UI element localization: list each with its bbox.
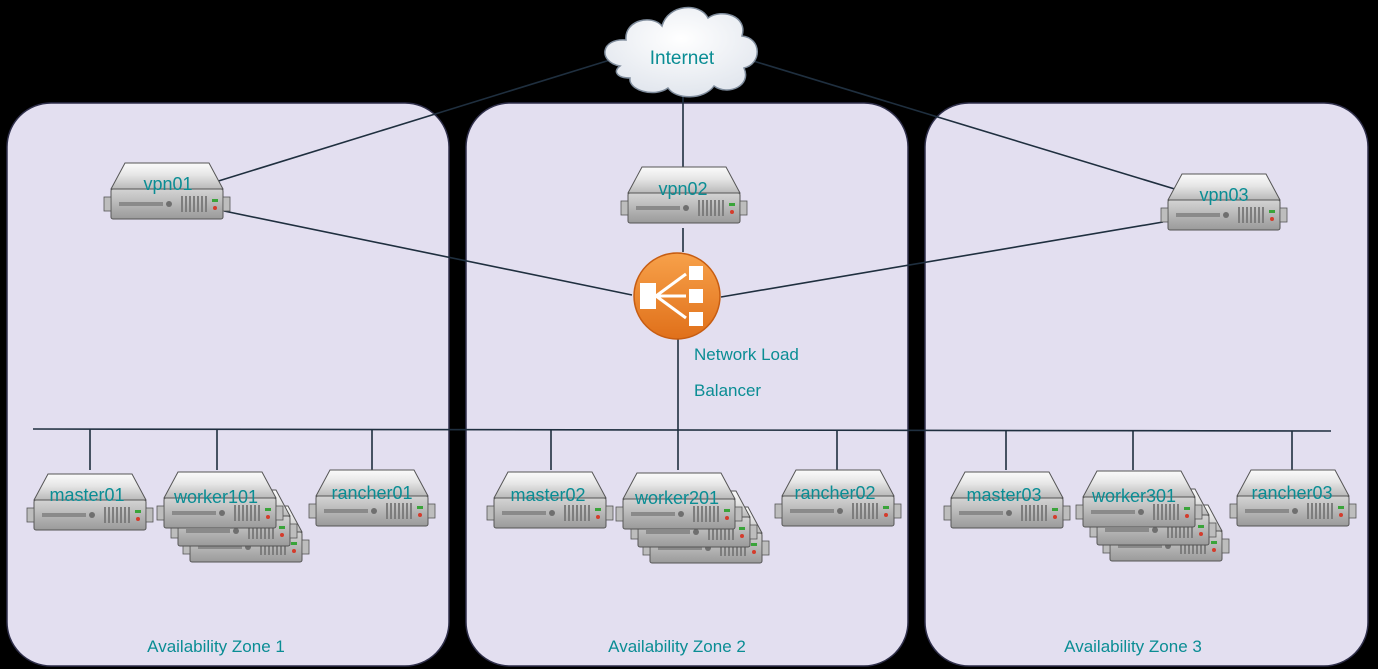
master03-server: master03: [943, 471, 1071, 529]
connections: [32, 59, 1332, 470]
worker101-server-stack: worker101: [156, 471, 310, 563]
worker301-label: worker301: [1091, 486, 1176, 506]
worker101-label: worker101: [173, 487, 258, 507]
rancher03-server: rancher03: [1229, 469, 1357, 527]
vpn02-server: vpn02: [620, 166, 748, 224]
worker201-server-stack: worker201: [615, 472, 770, 564]
zone-2-label: Availability Zone 2: [608, 637, 746, 656]
internet-node: Internet: [604, 6, 758, 98]
zone-1-label: Availability Zone 1: [147, 637, 285, 656]
cloud-icon: [604, 6, 758, 98]
network-load-balancer: Network Load Balancer: [632, 251, 799, 400]
backbone-line: [32, 428, 1332, 432]
vpn03-server: vpn03: [1160, 173, 1288, 231]
link-internet-vpn01: [211, 59, 611, 184]
rancher02-label: rancher02: [794, 483, 875, 503]
vpn01-label: vpn01: [143, 174, 192, 194]
rancher03-label: rancher03: [1251, 483, 1332, 503]
link-vpn01-nlb: [223, 210, 633, 296]
rancher01-label: rancher01: [331, 483, 412, 503]
link-internet-vpn03: [749, 59, 1179, 191]
vpn03-label: vpn03: [1199, 185, 1248, 205]
master01-server: master01: [26, 473, 154, 531]
load-balancer-icon: [632, 251, 722, 341]
availability-zone-1: [6, 102, 450, 667]
rancher02-server: rancher02: [774, 469, 902, 527]
link-vpn03-nlb: [720, 221, 1164, 298]
master02-server: master02: [486, 471, 614, 529]
availability-zone-3: [924, 102, 1369, 667]
nlb-label-line2: Balancer: [694, 381, 761, 400]
rancher01-server: rancher01: [308, 469, 436, 527]
master03-label: master03: [966, 485, 1041, 505]
worker201-label: worker201: [634, 488, 719, 508]
master02-label: master02: [510, 485, 585, 505]
vpn01-server: vpn01: [103, 162, 231, 220]
vpn02-label: vpn02: [658, 179, 707, 199]
zone-3-label: Availability Zone 3: [1064, 637, 1202, 656]
nlb-label-line1: Network Load: [694, 345, 799, 364]
master01-label: master01: [49, 485, 124, 505]
worker301-server-stack: worker301: [1075, 470, 1230, 562]
internet-label: Internet: [650, 48, 715, 69]
